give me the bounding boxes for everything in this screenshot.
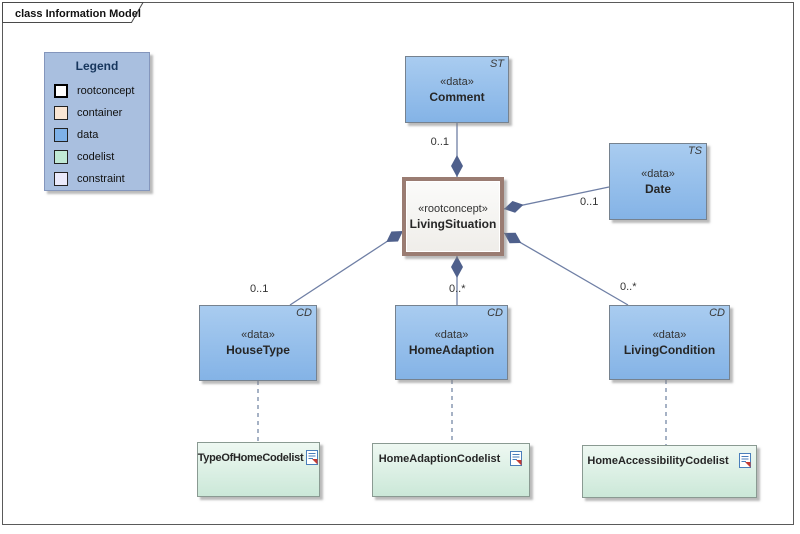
diamond-right-low-icon[interactable] — [504, 232, 522, 244]
stereotype-comment: «data» — [440, 75, 474, 88]
node-date[interactable]: TS «data» Date — [609, 143, 707, 220]
node-homeadaption[interactable]: CD «data» HomeAdaption — [395, 305, 508, 380]
document-icon — [738, 453, 751, 468]
diamond-bottom-icon[interactable] — [451, 256, 463, 278]
legend-swatch-data — [54, 128, 68, 142]
legend-item-container: container — [54, 102, 149, 124]
legend-panel[interactable]: Legend rootconcept container data codeli… — [44, 52, 150, 191]
node-housetype[interactable]: CD «data» HouseType — [199, 305, 317, 381]
name-date: Date — [644, 181, 671, 196]
multiplicity-date: 0..1 — [580, 196, 599, 208]
type-tag-homeadaption: CD — [487, 307, 503, 319]
name-homeadaption-codelist: HomeAdaptionCodelist — [378, 453, 501, 465]
legend-swatch-constraint — [54, 172, 68, 186]
node-comment[interactable]: ST «data» Comment — [405, 56, 509, 123]
name-livingcondition: LivingCondition — [623, 342, 716, 357]
diamond-right-mid-icon[interactable] — [504, 201, 524, 213]
stereotype-livingcondition: «data» — [652, 328, 687, 341]
legend-swatch-codelist — [54, 150, 68, 164]
frame-title: class Information Model — [15, 8, 141, 20]
node-homeadaption-codelist[interactable]: HomeAdaptionCodelist — [372, 443, 530, 497]
legend-swatch-rootconcept — [54, 84, 68, 98]
diamond-left-icon[interactable] — [386, 231, 403, 242]
stereotype-date: «data» — [641, 167, 675, 180]
multiplicity-homeadaption: 0..* — [449, 283, 466, 295]
legend-swatch-container — [54, 106, 68, 120]
multiplicity-comment: 0..1 — [430, 136, 449, 148]
multiplicity-housetype: 0..1 — [250, 283, 269, 295]
multiplicity-livingcondition: 0..* — [620, 281, 637, 293]
type-tag-comment: ST — [489, 58, 504, 70]
legend-item-rootconcept: rootconcept — [54, 80, 149, 102]
legend-label-container: container — [77, 107, 123, 119]
legend-label-codelist: codelist — [77, 151, 115, 163]
type-tag-housetype: CD — [296, 307, 312, 319]
stereotype-livingsituation: «rootconcept» — [418, 202, 488, 215]
document-icon — [306, 450, 319, 465]
name-homeadaption: HomeAdaption — [408, 342, 495, 357]
legend-item-constraint: constraint — [54, 168, 149, 190]
name-homeaccessibility-codelist: HomeAccessibilityCodelist — [587, 455, 729, 467]
legend-item-codelist: codelist — [54, 146, 149, 168]
type-tag-date: TS — [687, 145, 702, 157]
legend-title: Legend — [75, 59, 119, 73]
frame-tab: class Information Model — [2, 1, 152, 25]
document-icon — [510, 451, 523, 466]
name-housetype: HouseType — [226, 343, 290, 357]
legend-label-data: data — [77, 129, 99, 141]
name-livingsituation: LivingSituation — [409, 216, 497, 231]
node-livingsituation[interactable]: «rootconcept» LivingSituation — [402, 177, 504, 256]
stereotype-housetype: «data» — [241, 329, 275, 341]
connector-housetype-livingsituation[interactable] — [289, 230, 404, 306]
diamond-top-icon[interactable] — [451, 155, 463, 177]
legend-label-rootconcept: rootconcept — [77, 85, 135, 97]
node-livingcondition[interactable]: CD «data» LivingCondition — [609, 305, 730, 380]
connector-livingcondition-livingsituation[interactable] — [503, 232, 629, 306]
name-typeofhome-codelist: TypeOfHomeCodelist — [197, 452, 304, 464]
legend-label-constraint: constraint — [77, 173, 125, 185]
name-comment: Comment — [429, 89, 485, 104]
node-homeaccessibility-codelist[interactable]: HomeAccessibilityCodelist — [582, 445, 757, 498]
stereotype-homeadaption: «data» — [434, 328, 469, 341]
node-typeofhome-codelist[interactable]: TypeOfHomeCodelist — [197, 442, 320, 497]
frame-tab-shape — [2, 1, 144, 23]
type-tag-livingcondition: CD — [709, 307, 725, 319]
legend-item-data: data — [54, 124, 149, 146]
